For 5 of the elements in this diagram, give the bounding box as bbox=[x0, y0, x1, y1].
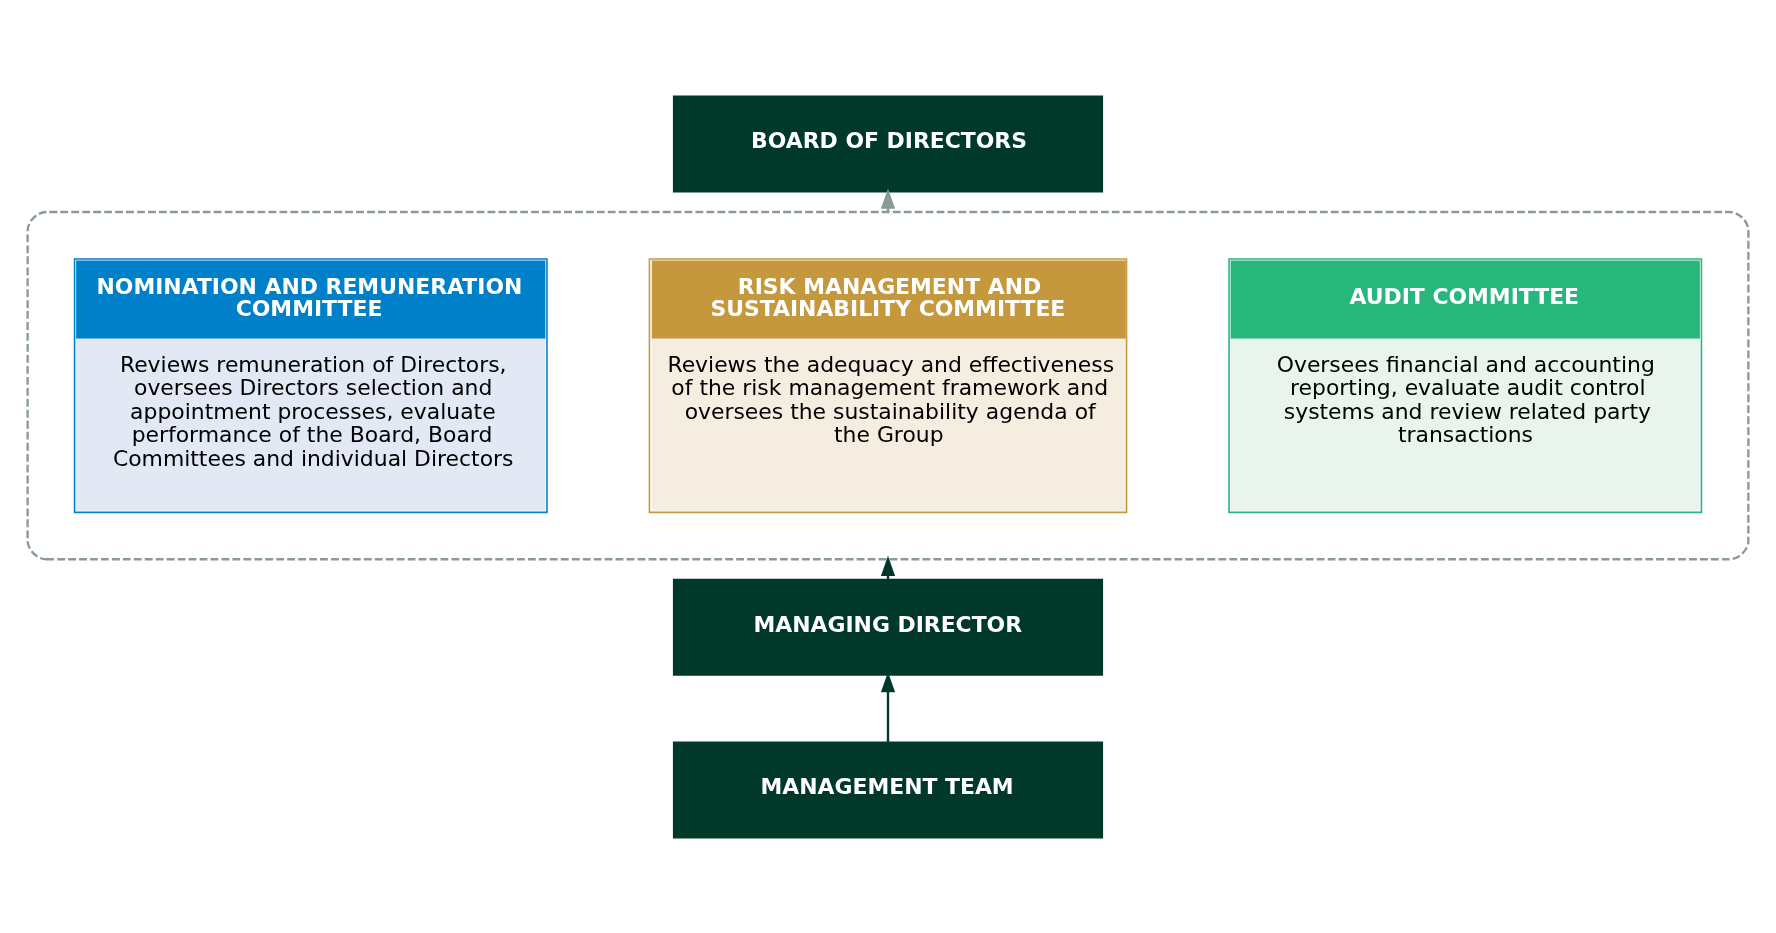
node-box: MANAGING DIRECTOR bbox=[672, 578, 1104, 676]
arrow bbox=[880, 187, 896, 212]
node-box: MANAGEMENT TEAM bbox=[672, 741, 1104, 838]
cluster bbox=[26, 210, 1750, 560]
node-box: BOARD OF DIRECTORS bbox=[672, 95, 1104, 192]
